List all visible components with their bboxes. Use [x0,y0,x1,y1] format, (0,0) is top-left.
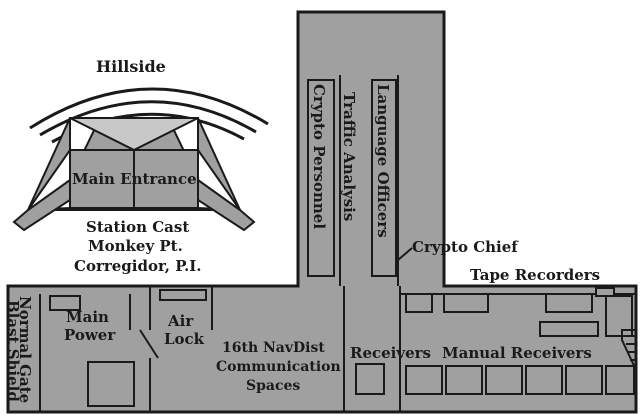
comm-spaces-label-line1: 16th NavDist [222,340,325,356]
tape-recorder-units [405,287,633,337]
main-entrance-structure [12,117,256,232]
receivers-unit [355,363,385,395]
main-entrance-label: Main Entrance [72,170,197,188]
main-power-equipment [49,295,135,407]
station-label-line3: Corregidor, P.I. [74,257,202,275]
language-officers-label: Language Officers [374,84,392,238]
receivers-label: Receivers [350,344,431,362]
crypto-personnel-booth [307,79,335,277]
manual-receivers-label: Manual Receivers [442,344,592,362]
hillside-label: Hillside [96,57,166,76]
air-lock-label-line2: Lock [164,330,205,348]
main-power-label-line2: Power [64,326,116,344]
air-lock-label-line1: Air [167,312,194,330]
station-label-line2: Monkey Pt. [88,237,183,255]
comm-spaces-label-line2: Communication [216,359,341,375]
traffic-analysis-label: Traffic Analysis [340,92,358,221]
manual-receiver-units [405,365,635,395]
air-lock-equipment [159,289,207,301]
crypto-personnel-label: Crypto Personnel [310,84,328,229]
blast-shield-label: Blast Shield [4,300,22,402]
crypto-chief-label: Crypto Chief [412,238,519,256]
comm-spaces-label-line3: Spaces [246,378,300,394]
language-officers-booth [371,79,397,277]
tape-recorders-label: Tape Recorders [470,266,600,284]
stairs [621,329,637,371]
normal-gate-label: Normal Gate [16,296,34,403]
station-label-line1: Station Cast [86,218,189,236]
main-power-label-line1: Main [66,308,109,326]
